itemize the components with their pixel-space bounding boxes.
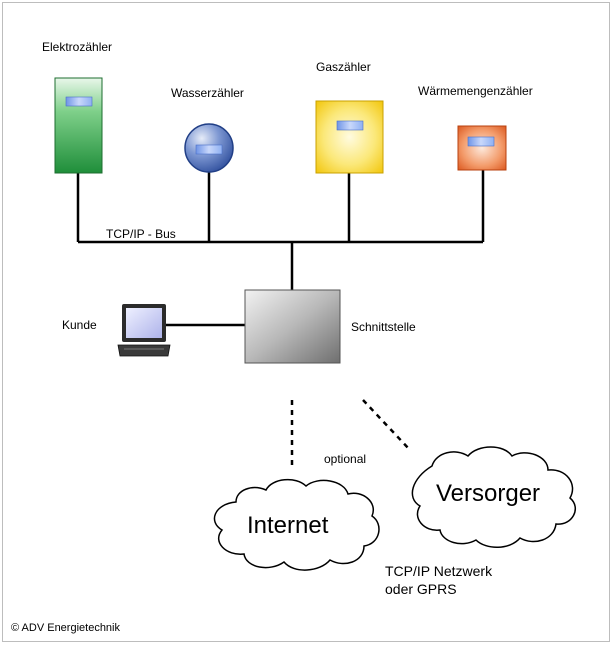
wasserzaehler-device: [184, 123, 234, 173]
laptop-icon: [117, 304, 171, 357]
schnittstelle-box: [244, 289, 341, 364]
gaszaehler-device: [315, 100, 384, 174]
internet-cloud-icon: [213, 478, 380, 571]
waermemengenzaehler-device: [457, 125, 507, 171]
copyright-text: © ADV Energietechnik: [11, 622, 120, 634]
internet-label: Internet: [247, 512, 329, 539]
network-line-2: oder GPRS: [385, 581, 457, 597]
elektrozaehler-label: Elektrozähler: [42, 40, 113, 54]
network-line-1: TCP/IP Netzwerk: [385, 563, 493, 579]
optional-links: [290, 399, 411, 465]
versorger-cloud-icon: [411, 446, 576, 548]
gaszaehler-label: Gaszähler: [316, 60, 371, 74]
bus-lines: [76, 170, 485, 327]
waermemengenzaehler-label: Wärmemengenzähler: [418, 84, 533, 98]
bus-label: TCP/IP - Bus: [106, 227, 176, 241]
schnittstelle-label: Schnittstelle: [351, 320, 416, 334]
kunde-label: Kunde: [62, 318, 97, 332]
versorger-label: Versorger: [436, 480, 541, 507]
wasserzaehler-label: Wasserzähler: [171, 86, 244, 100]
optional-label: optional: [324, 452, 367, 466]
elektrozaehler-device: [54, 77, 103, 174]
